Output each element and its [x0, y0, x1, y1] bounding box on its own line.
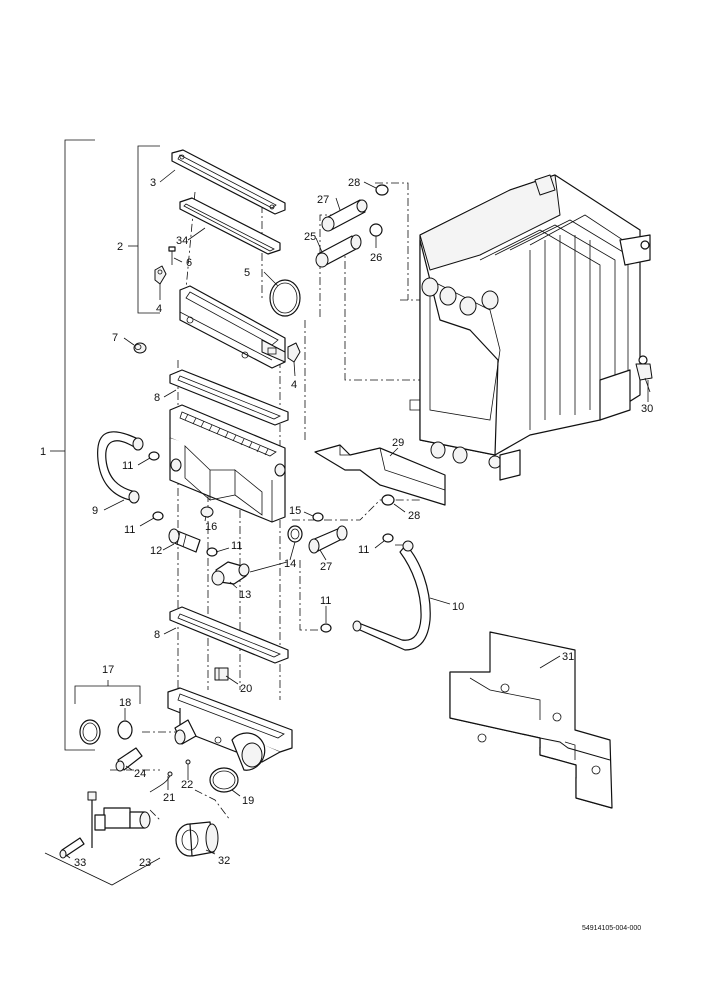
callout-8-upper: 8	[154, 392, 160, 404]
group-bracket-2	[128, 145, 160, 314]
o-ring-part-15	[312, 512, 324, 522]
gasket-part-34	[179, 197, 281, 255]
nut-part-14	[287, 525, 303, 543]
callout-25: 25	[304, 231, 316, 243]
pin-part-22	[185, 759, 191, 772]
pipe-part-10	[352, 540, 431, 651]
elbow-part-13	[211, 561, 250, 586]
callout-19: 19	[242, 795, 254, 807]
clip-part-20	[214, 667, 229, 681]
callout-31: 31	[562, 651, 574, 663]
callout-29: 29	[392, 437, 404, 449]
callout-5: 5	[244, 267, 250, 279]
bracket-part-29	[314, 444, 446, 506]
o-ring-part-11-d	[382, 533, 394, 543]
callout-13: 13	[239, 589, 251, 601]
callout-28-lower: 28	[408, 510, 420, 522]
callout-10: 10	[452, 601, 464, 613]
group-bracket-17	[74, 680, 141, 704]
fitting-part-25	[315, 234, 362, 268]
insulation-panel-part-31	[449, 631, 613, 809]
callout-24: 24	[134, 768, 146, 780]
sensor-part-33	[59, 837, 85, 859]
callout-12: 12	[150, 545, 162, 557]
gasket-frame-part-3	[171, 149, 286, 215]
o-ring-part-11-b	[152, 511, 164, 521]
leader-lines	[65, 169, 649, 859]
callout-30: 30	[641, 403, 653, 415]
callout-32: 32	[218, 855, 230, 867]
callout-11-a: 11	[122, 460, 133, 472]
callout-22: 22	[181, 779, 193, 791]
o-ring-part-28-upper	[375, 184, 389, 196]
callout-2: 2	[117, 241, 123, 253]
callout-26: 26	[370, 252, 382, 264]
heat-exchanger-ribs	[479, 214, 639, 430]
pin-part-21	[149, 771, 173, 793]
callout-11-e: 11	[320, 595, 331, 607]
pipe-part-9	[97, 431, 144, 504]
callout-4-upper: 4	[156, 303, 162, 315]
callout-18: 18	[119, 697, 131, 709]
gasket-part-8-lower	[169, 606, 289, 664]
screw-part-6	[168, 246, 176, 265]
plug-part-17	[79, 719, 101, 745]
callout-4-lower: 4	[291, 379, 297, 391]
group-bracket-23	[44, 852, 161, 886]
callout-27-upper: 27	[317, 194, 329, 206]
callout-8-lower: 8	[154, 629, 160, 641]
connector-part-32	[175, 821, 219, 857]
heat-exchanger-fins	[184, 413, 269, 456]
callout-33: 33	[74, 857, 86, 869]
valve-assembly-part-23	[87, 791, 151, 848]
callout-20: 20	[240, 683, 252, 695]
o-ring-part-28-lower	[381, 494, 395, 506]
callout-23: 23	[139, 857, 151, 869]
callout-11-d: 11	[358, 544, 369, 556]
callout-16: 16	[205, 521, 217, 533]
clip-part-4-upper	[154, 265, 167, 285]
sensor-part-30	[635, 363, 653, 393]
o-ring-part-5	[269, 279, 301, 317]
callout-7: 7	[112, 332, 118, 344]
gasket-part-8-upper	[169, 369, 289, 426]
group-bracket-1	[50, 139, 95, 751]
clip-part-4-lower	[287, 342, 301, 363]
o-ring-part-11-e	[320, 623, 332, 633]
plug-part-7	[133, 342, 147, 354]
callout-9: 9	[92, 505, 98, 517]
callout-21: 21	[163, 792, 175, 804]
callout-27-lower: 27	[320, 561, 332, 573]
callout-14: 14	[284, 558, 296, 570]
o-ring-part-11-c	[206, 547, 218, 557]
drawing-code: 54914105-004-000	[582, 925, 641, 932]
callout-3: 3	[150, 177, 156, 189]
callout-15: 15	[289, 505, 301, 517]
o-ring-part-18	[117, 720, 133, 740]
callout-17: 17	[102, 664, 114, 676]
fitting-part-27-upper	[321, 199, 368, 232]
callout-28-upper: 28	[348, 177, 360, 189]
o-ring-part-26	[369, 223, 383, 237]
callout-6: 6	[186, 257, 192, 269]
callouts: 1 2 3 34 6 4 5 7 4 8 11 9 11 16 12 11 13…	[40, 177, 653, 869]
lower-manifold	[167, 687, 293, 771]
nut-part-16	[200, 506, 214, 518]
o-ring-part-11-a	[148, 451, 160, 461]
fitting-part-24	[115, 747, 143, 772]
callout-11-c: 11	[231, 540, 242, 552]
fitting-part-27-lower	[308, 525, 348, 554]
ring-part-19	[209, 767, 239, 793]
fitting-part-12	[168, 528, 201, 553]
heat-exchanger-block	[169, 404, 286, 523]
main-heat-exchanger	[409, 174, 651, 481]
callout-11-b: 11	[124, 524, 135, 536]
upper-manifold-cover	[179, 285, 286, 369]
callout-34: 34	[176, 235, 188, 247]
callout-1: 1	[40, 446, 46, 458]
